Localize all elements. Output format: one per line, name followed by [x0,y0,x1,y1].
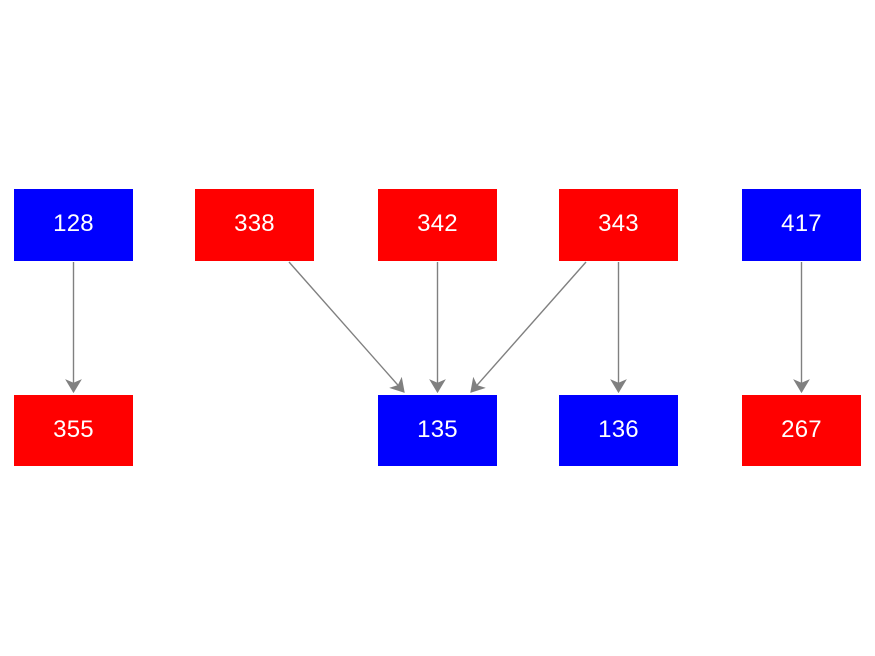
edge-arrow-343-to-135 [470,261,587,393]
node-label: 343 [598,210,639,237]
node-136[interactable]: 136 [559,395,678,466]
edge-arrow-338-to-135 [288,261,405,393]
node-343[interactable]: 343 [559,189,678,261]
node-label: 338 [234,210,275,237]
node-128[interactable]: 128 [14,189,133,261]
node-label: 355 [53,415,94,443]
node-417[interactable]: 417 [742,189,861,261]
node-338[interactable]: 338 [195,189,314,261]
node-label: 135 [417,415,458,443]
node-342[interactable]: 342 [378,189,497,261]
edges-group [65,261,810,394]
node-135[interactable]: 135 [378,395,497,466]
node-label: 267 [781,415,822,443]
node-label: 417 [781,210,822,237]
node-355[interactable]: 355 [14,395,133,466]
node-label: 342 [417,210,458,237]
node-label: 136 [598,415,639,443]
node-267[interactable]: 267 [742,395,861,466]
node-label: 128 [53,210,94,237]
